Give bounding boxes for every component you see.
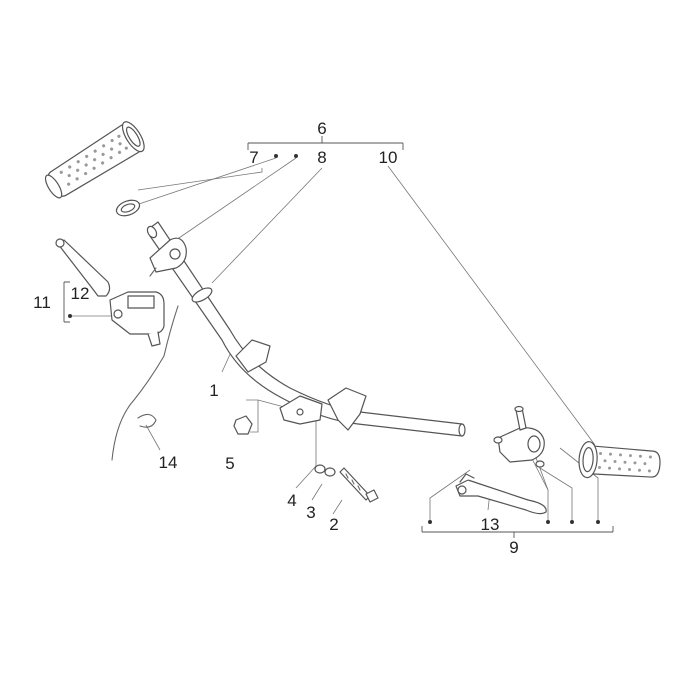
bracket-11 [63, 281, 70, 323]
left-brake-lever [57, 239, 111, 297]
bolt-stack [314, 464, 379, 503]
callout-11: 11 [33, 293, 51, 312]
brake-hose [111, 305, 179, 461]
right-grip-texture [598, 451, 652, 473]
leader-10 [387, 165, 596, 446]
bullet-dots [68, 154, 600, 524]
leader-8 [211, 167, 323, 284]
callout-12: 12 [71, 284, 90, 303]
leader-9a [429, 469, 471, 522]
callout-8: 8 [317, 148, 326, 167]
leader-2 [332, 499, 343, 515]
leader-9d [559, 447, 599, 522]
callout-1: 1 [209, 381, 218, 400]
callout-10: 10 [379, 148, 398, 167]
hose-clip [137, 413, 157, 428]
left-grip [44, 121, 145, 199]
right-brake-assembly [455, 405, 547, 515]
callout-4: 4 [287, 491, 296, 510]
nut [233, 415, 253, 435]
center-clamp-right [327, 387, 367, 431]
handlebar-collar [191, 287, 213, 303]
right-nut [535, 460, 545, 468]
callout-14: 14 [159, 453, 178, 472]
callout-labels: 1 2 3 4 5 6 7 8 9 10 11 12 13 14 [33, 119, 519, 557]
leader-lines [63, 136, 614, 538]
bracket-6 [247, 136, 404, 150]
leader-3 [311, 483, 323, 501]
leader-9c [539, 467, 573, 522]
right-small-washer [493, 436, 503, 444]
callout-5: 5 [225, 454, 234, 473]
callout-3: 3 [306, 503, 315, 522]
left-grip-ring-inner [120, 203, 136, 213]
handlebar [146, 221, 466, 437]
leader-5 [246, 399, 259, 433]
washer-3 [324, 467, 336, 477]
center-clamp-left [235, 339, 271, 373]
callout-6: 6 [317, 119, 326, 138]
callout-7: 7 [249, 148, 258, 167]
callout-13: 13 [481, 515, 500, 534]
leader-7b [135, 157, 277, 206]
washer-4 [314, 464, 326, 474]
right-grip [578, 441, 661, 479]
bolt-2 [339, 467, 371, 501]
right-brake-lever [455, 479, 547, 515]
callout-9: 9 [509, 538, 518, 557]
leader-7 [137, 168, 263, 191]
left-switch [149, 237, 187, 273]
left-brake-assembly [55, 238, 179, 461]
leader-8a [175, 157, 297, 241]
left-grip-texture [59, 134, 128, 186]
bracket-9 [421, 526, 614, 538]
leader-14 [145, 424, 161, 451]
callout-2: 2 [329, 515, 338, 534]
